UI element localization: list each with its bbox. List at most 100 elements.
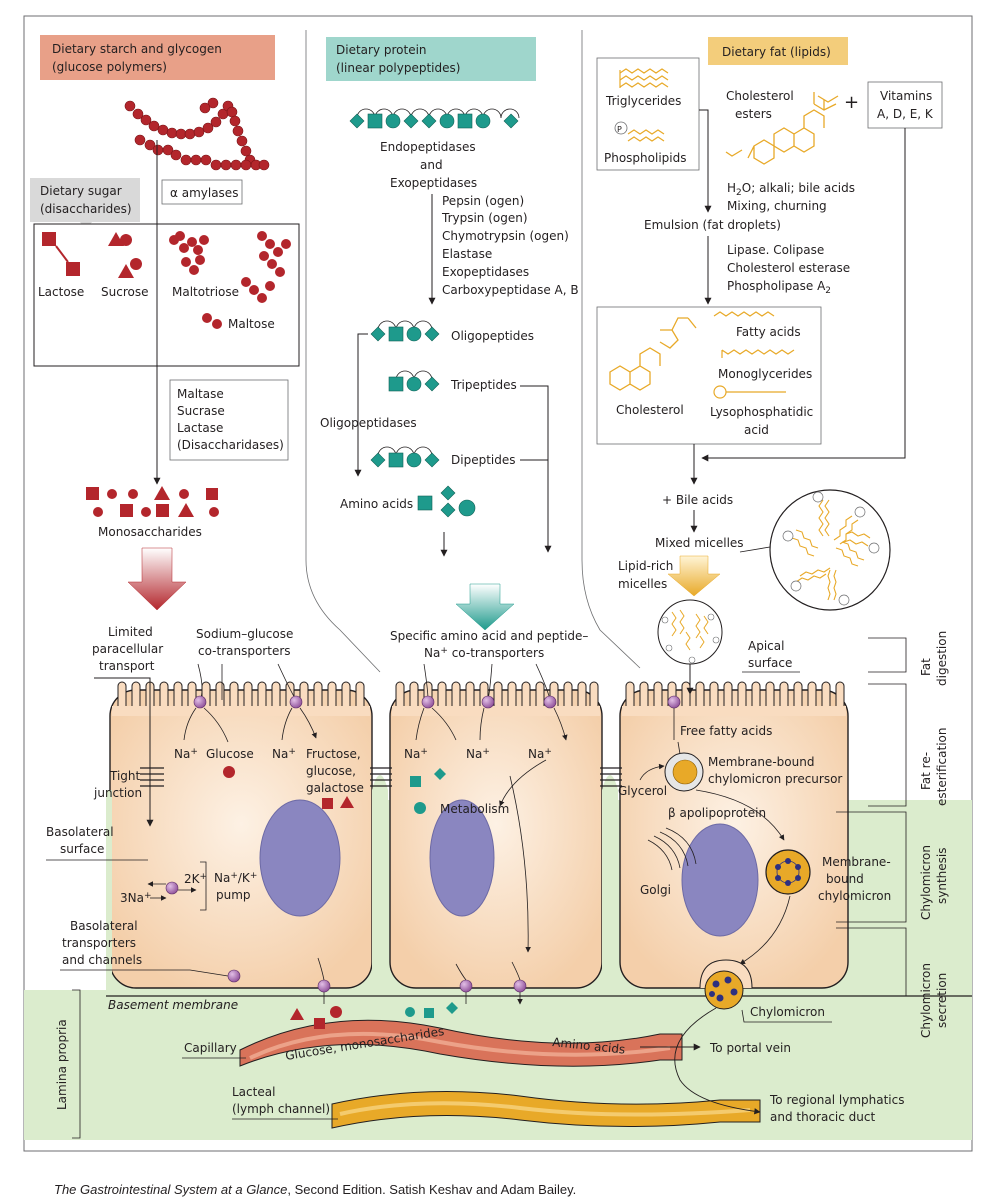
enterocyte-cell-1 xyxy=(109,689,373,989)
figure-caption: The Gastrointestinal System at a Glance,… xyxy=(54,1182,576,1197)
phospholipids-label: Phospholipids xyxy=(604,151,687,165)
svg-text:Na+ co-transporters: Na+ co-transporters xyxy=(424,646,544,660)
monosaccharides-label: Monosaccharides xyxy=(98,525,202,539)
tripeptides-label: Tripeptides xyxy=(450,378,517,392)
disaccharidase-4: (Disaccharidases) xyxy=(177,438,284,452)
aa-cotransporter-line1: Specific amino acid and peptide– xyxy=(390,629,588,643)
apical-transporters xyxy=(193,695,681,709)
header-starch-line2: (glucose polymers) xyxy=(52,60,167,74)
na-label-3: Na xyxy=(404,747,420,761)
column-divider-left xyxy=(305,30,381,673)
svg-text:Na+: Na+ xyxy=(466,747,490,761)
protease-3: Chymotrypsin (ogen) xyxy=(442,229,569,243)
plus-sign: + xyxy=(844,92,859,113)
protease-2: Trypsin (ogen) xyxy=(441,211,528,225)
disaccharides-box xyxy=(33,223,300,367)
amylase-box xyxy=(161,179,243,205)
dipeptide-icon xyxy=(370,446,440,468)
apical-line1: Apical xyxy=(748,639,784,653)
capillary-label: Capillary xyxy=(184,1041,237,1055)
exopeptidases-label: Exopeptidases xyxy=(390,176,477,190)
cell2-amino-icons xyxy=(410,768,446,814)
na3-label: 3Na xyxy=(120,891,144,905)
stage-synthesis-line2: synthesis xyxy=(935,848,949,905)
lipid-rich-line2: micelles xyxy=(618,577,667,591)
sglt-line1: Sodium–glucose xyxy=(196,627,293,641)
triglyceride-icon xyxy=(619,68,669,88)
regional-line2: and thoracic duct xyxy=(770,1110,875,1124)
tripeptide-icon xyxy=(388,370,440,392)
fructose-line3: galactose xyxy=(306,781,364,795)
na-label-4: Na xyxy=(466,747,482,761)
regional-line1: To regional lymphatics xyxy=(769,1093,905,1107)
h2o-sub: 2 xyxy=(736,188,742,198)
h2o-rest: O; alkali; bile acids xyxy=(742,181,855,195)
nucleus xyxy=(259,799,341,917)
stage-fat-digestion-line1: Fat xyxy=(919,658,933,676)
lipid-rich-line1: Lipid-rich xyxy=(618,559,673,573)
protein-absorb-arrow xyxy=(455,583,515,631)
fat-absorb-arrow xyxy=(667,555,721,597)
sucrose-icon xyxy=(108,232,142,278)
stage-ester-line1: Fat re- xyxy=(919,752,933,790)
maltotriose-label: Maltotriose xyxy=(172,285,239,299)
basolateral-line2: surface xyxy=(60,842,104,856)
stage-brackets xyxy=(836,637,907,997)
phospholipid-icon: P xyxy=(614,121,665,142)
header-protein-line2: (linear polypeptides) xyxy=(336,61,460,75)
limited-line3: transport xyxy=(99,659,155,673)
pump-na-sup: + xyxy=(230,871,238,881)
mixed-micelles-label: Mixed micelles xyxy=(655,536,744,550)
lipase-label: Lipase. Colipase xyxy=(727,243,824,257)
mbc-line3: chylomicron xyxy=(818,889,891,903)
header-fat: Dietary fat (lipids) xyxy=(722,45,831,59)
mixed-micelle-detail xyxy=(769,489,891,611)
svg-text:Na+: Na+ xyxy=(404,747,428,761)
basement-membrane-label: Basement membrane xyxy=(108,998,238,1012)
dietary-sugar-box xyxy=(30,178,140,222)
pump-label: pump xyxy=(216,888,251,902)
glucose-label: Glucose xyxy=(206,747,254,761)
na-label-2: Na xyxy=(272,747,288,761)
svg-text:2K+: 2K+ xyxy=(184,872,207,886)
capillary-vessel xyxy=(239,1019,683,1067)
dipeptides-label: Dipeptides xyxy=(451,453,515,467)
cholesterol-esters-line2: esters xyxy=(735,107,772,121)
svg-text:H2O; alkali; bile acids: H2O; alkali; bile acids xyxy=(727,181,855,198)
svg-text:Phospholipase A2: Phospholipase A2 xyxy=(727,279,831,296)
disaccharidase-1: Maltase xyxy=(177,387,224,401)
stage-fat-digestion-line2: digestion xyxy=(935,631,949,686)
lamina-propria-label: Lamina propria xyxy=(55,1019,69,1110)
amino-acids-label: Amino acids xyxy=(340,497,413,511)
protease-1: Pepsin (ogen) xyxy=(442,194,524,208)
precursor-line2: chylomicron precursor xyxy=(708,772,842,786)
svg-text:Na+: Na+ xyxy=(272,747,296,761)
na-sup-5: + xyxy=(544,747,552,757)
limited-line1: Limited xyxy=(108,625,153,639)
polypeptide-chain xyxy=(349,108,520,129)
na-sup-1: + xyxy=(190,747,198,757)
chylomicron-icon xyxy=(704,970,744,1010)
disaccharidase-2: Sucrase xyxy=(177,404,225,418)
svg-text:Na+: Na+ xyxy=(528,747,552,761)
lactose-icon xyxy=(42,232,80,276)
fructose-line1: Fructose, xyxy=(306,747,361,761)
microvilli-cell-2 xyxy=(395,681,599,708)
lacteal-vessel xyxy=(331,1091,761,1129)
triglycerides-label: Triglycerides xyxy=(605,94,681,108)
tight-junction-line2: junction xyxy=(93,786,142,800)
carb-absorb-arrow xyxy=(127,547,187,611)
column-divider-right xyxy=(581,30,641,669)
lysophosphatidic-line1: Lysophosphatidic xyxy=(710,405,813,419)
baso-transport-line3: and channels xyxy=(62,953,142,967)
maltose-label: Maltose xyxy=(228,317,275,331)
maltose-icon xyxy=(202,313,222,329)
h2o-h: H xyxy=(727,181,736,195)
mbc-line1: Membrane- xyxy=(822,855,891,869)
emulsion-label: Emulsion (fat droplets) xyxy=(644,218,781,232)
fatty-acid-icon xyxy=(713,311,775,317)
glucose-icon xyxy=(223,766,235,778)
stage-synthesis-line1: Chylomicron xyxy=(919,845,933,920)
absorbed-sugars-icon xyxy=(290,1006,342,1029)
precursor-line1: Membrane-bound xyxy=(708,755,814,769)
